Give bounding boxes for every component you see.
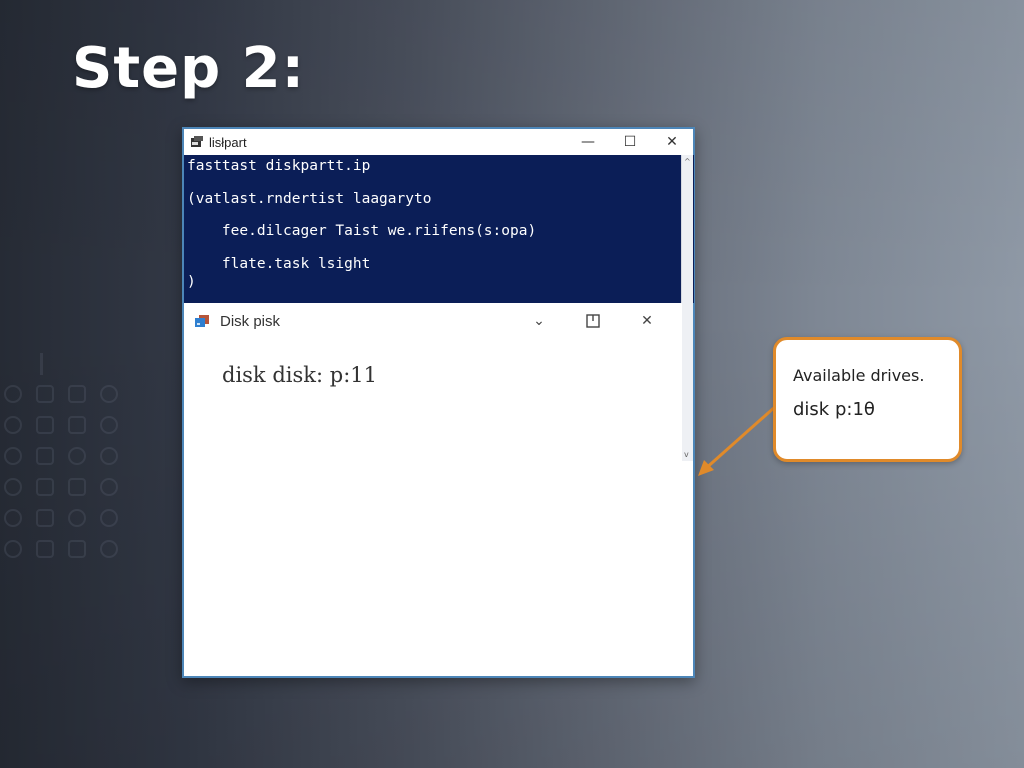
decorative-grid-icon <box>36 540 54 558</box>
decorative-grid-icon <box>36 447 54 465</box>
minimize-button[interactable]: — <box>567 129 609 155</box>
decorative-grid-icon <box>68 478 86 496</box>
minimize-icon: — <box>581 134 595 150</box>
decorative-grid-icon <box>100 509 118 527</box>
decorative-grid-icon <box>100 447 118 465</box>
decorative-grid-icon <box>36 416 54 434</box>
console-line: flate.task lsight <box>187 255 371 272</box>
decorative-grid-icon <box>4 509 22 527</box>
decorative-bar <box>40 353 43 375</box>
scroll-down-icon[interactable]: v <box>684 450 689 459</box>
disk-window-controls: ⌄ ✕ <box>514 303 672 339</box>
decorative-grid-icon <box>100 385 118 403</box>
decorative-grid-icon <box>68 447 86 465</box>
restore-icon <box>586 314 600 328</box>
disk-window[interactable]: Disk pisk ⌄ ✕ disk disk: p:11 <box>184 303 682 676</box>
callout-arrow-icon <box>698 404 777 476</box>
close-icon: ✕ <box>641 313 653 329</box>
callout-heading: Available drives. <box>793 366 925 385</box>
decorative-grid-icon <box>68 385 86 403</box>
diskpart-app-icon <box>191 136 203 147</box>
decorative-grid-icon <box>4 478 22 496</box>
console-titlebar[interactable]: lisłpart — ☐ ✕ <box>184 129 693 155</box>
decorative-grid-icon <box>4 385 22 403</box>
maximize-button[interactable]: ☐ <box>609 129 651 155</box>
decorative-grid-icon <box>100 478 118 496</box>
console-line: fee.dilcager Taist we.riifens(s:opa) <box>187 223 537 239</box>
close-button[interactable]: ✕ <box>622 303 672 339</box>
disk-window-content: disk disk: p:11 <box>222 363 377 387</box>
console-window-title: lisłpart <box>209 134 247 150</box>
callout-value: disk p:1θ <box>793 399 875 420</box>
available-drives-callout: Available drives. disk p:1θ <box>773 337 962 462</box>
decorative-grid-icon <box>68 509 86 527</box>
console-line: (vatlast.rndertist laagaryto <box>187 190 432 207</box>
step-title: Step 2: <box>72 36 306 101</box>
chevron-down-icon: ⌄ <box>533 313 545 329</box>
decorative-grid-icon <box>4 447 22 465</box>
maximize-icon: ☐ <box>623 134 637 150</box>
console-line: fasttast diskpartt.ip <box>187 158 371 174</box>
disk-window-titlebar[interactable]: Disk pisk ⌄ ✕ <box>184 303 682 339</box>
console-output[interactable]: fasttast diskpartt.ip (vatlast.rndertist… <box>184 155 694 303</box>
minimize-button[interactable]: ⌄ <box>514 303 564 339</box>
decorative-grid-icon <box>100 416 118 434</box>
decorative-grid-icon <box>36 478 54 496</box>
close-button[interactable]: ✕ <box>651 129 693 155</box>
console-window-controls: — ☐ ✕ <box>567 129 693 155</box>
close-icon: ✕ <box>666 134 678 150</box>
disk-window-title: Disk pisk <box>220 312 281 330</box>
decorative-grid-icon <box>36 509 54 527</box>
decorative-grid-icon <box>100 540 118 558</box>
decorative-grid-icon <box>4 416 22 434</box>
decorative-grid-icon <box>36 385 54 403</box>
diskpart-console-window[interactable]: lisłpart — ☐ ✕ fasttast diskpartt.ip (va… <box>182 127 695 678</box>
disk-app-icon <box>195 315 209 327</box>
decorative-grid-icon <box>68 540 86 558</box>
scroll-up-icon[interactable]: ^ <box>684 157 691 166</box>
console-line: ) <box>187 273 196 290</box>
decorative-grid-icon <box>4 540 22 558</box>
restore-button[interactable] <box>568 303 618 339</box>
decorative-grid-icon <box>68 416 86 434</box>
decorative-icon-grid <box>4 353 120 558</box>
